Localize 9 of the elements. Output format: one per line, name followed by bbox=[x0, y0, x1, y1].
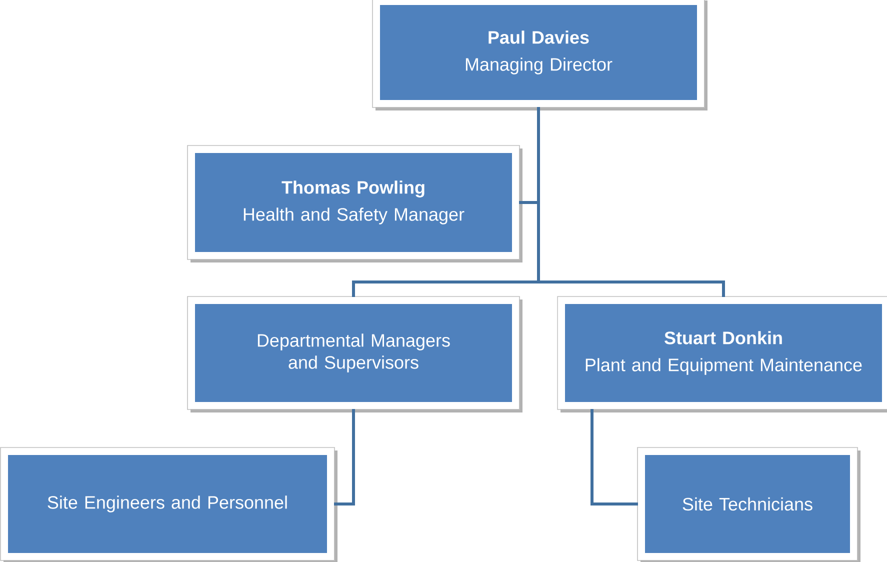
connector-line bbox=[590, 409, 638, 506]
org-box: Paul Davies Managing Director bbox=[372, 0, 708, 110]
org-box: Site Engineers and Personnel bbox=[0, 447, 338, 562]
org-box: Stuart Donkin Plant and Equipment Maintenance bbox=[557, 296, 887, 412]
connector-line bbox=[537, 107, 725, 297]
connector-line bbox=[334, 409, 355, 506]
org-box: Departmental Managers and Supervisors bbox=[187, 296, 522, 412]
org-box: Site Technicians bbox=[637, 447, 860, 562]
org-box: Thomas Powling Health and Safety Manager bbox=[187, 145, 522, 262]
